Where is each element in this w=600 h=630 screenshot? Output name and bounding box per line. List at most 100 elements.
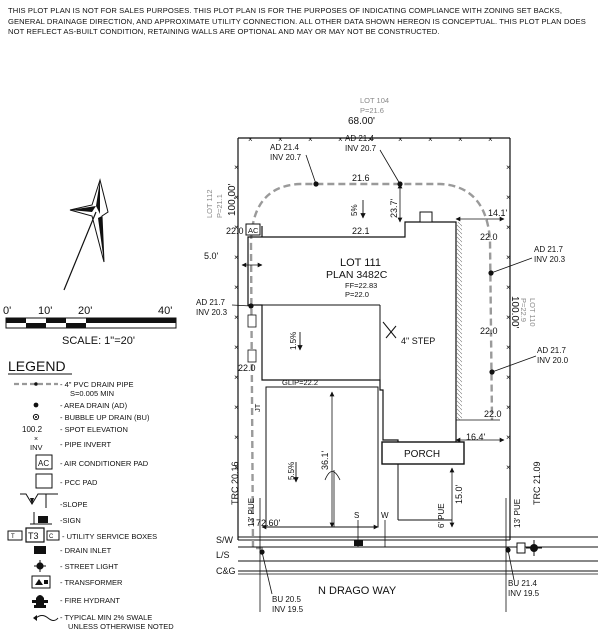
- svg-text:×: ×: [506, 373, 511, 382]
- svg-text:×: ×: [234, 253, 239, 262]
- svg-text:×: ×: [506, 193, 511, 202]
- finished-floor: FF=22.83: [345, 281, 377, 290]
- legend-transformer-label: - TRANSFORMER: [60, 578, 123, 587]
- side-walk-hatch: [456, 222, 462, 420]
- legend-slope-label: -SLOPE: [60, 500, 88, 509]
- pue-right: 13' PUE: [513, 499, 522, 528]
- spot-22-0-left: 22.0: [238, 363, 256, 373]
- svg-text:×: ×: [428, 135, 433, 144]
- legend-sign-icon: [30, 512, 52, 525]
- svg-text:×: ×: [506, 313, 511, 322]
- spot-22-0-ne: 22.0: [480, 232, 498, 242]
- svg-text:×: ×: [234, 313, 239, 322]
- lot-104-pad: P=21.6: [360, 106, 384, 115]
- lot-112-pad: P=21.1: [215, 194, 224, 218]
- legend-t3-abbr: T3: [28, 531, 39, 541]
- sidewalk-label: S/W: [216, 535, 234, 545]
- legend-fire-hydrant-label: - FIRE HYDRANT: [60, 596, 120, 605]
- legend-spot-elevation-label: - SPOT ELEVATION: [60, 425, 128, 434]
- front-width-dim: 72.60': [256, 518, 281, 528]
- porch-side-dim: 16.4': [466, 432, 486, 442]
- drain-inlet-icon: [354, 540, 363, 546]
- svg-text:×: ×: [488, 135, 493, 144]
- lot-110-pad: P=22.9: [519, 298, 528, 322]
- legend-title: LEGEND: [8, 358, 66, 374]
- svg-text:×: ×: [398, 135, 403, 144]
- house-footprint: [247, 221, 457, 456]
- slope-1-5-pct: 1.5%: [289, 332, 298, 350]
- ad-top-left: AD 21.4: [270, 143, 299, 152]
- lot-110-label: LOT 110: [528, 298, 537, 327]
- drive-depth-dim: 36.1': [320, 450, 330, 470]
- inv-top-mid: INV 20.7: [345, 144, 377, 153]
- trc-right: TRC 21.09: [532, 461, 542, 505]
- trc-left: TRC 20.16: [230, 461, 240, 505]
- svg-text:×: ×: [506, 403, 511, 412]
- slope-5-5-pct: 5.5%: [287, 462, 296, 480]
- top-width-dim: 68.00': [348, 116, 375, 127]
- ac-pad-label: AC: [248, 226, 259, 235]
- legend-pcc-pad-icon: [35, 473, 53, 489]
- street-name: N DRAGO WAY: [318, 585, 397, 597]
- spot-21-6: 21.6: [352, 173, 370, 183]
- svg-text:×: ×: [234, 193, 239, 202]
- legend-sign-label: -SIGN: [60, 516, 81, 525]
- disclaimer-text: THIS PLOT PLAN IS NOT FOR SALES PURPOSES…: [8, 6, 586, 37]
- legend-street-light-label: - STREET LIGHT: [60, 562, 119, 571]
- pue-6: 6' PUE: [437, 503, 446, 528]
- slope-5-pct: 5%: [350, 204, 359, 216]
- scale-tick-10: 10': [38, 305, 52, 317]
- side-setback-dim: 5.0': [204, 251, 219, 261]
- legend-utility-boxes-icon: T T3 C: [7, 527, 60, 543]
- dimension-lines: [241, 183, 505, 530]
- utility-box-icon: [516, 542, 526, 554]
- legend-inv-label: INV: [30, 443, 43, 452]
- svg-text:×: ×: [506, 433, 511, 442]
- plan-number: PLAN 3482C: [326, 269, 388, 281]
- svg-text:×: ×: [506, 283, 511, 292]
- lot-boundary: ×× ×× ×× ×× × ×× ×× ×× ×× ×× × ×× ×× ×× …: [234, 135, 511, 541]
- ad-right-1: AD 21.7: [534, 245, 563, 254]
- svg-text:×: ×: [234, 373, 239, 382]
- svg-text:×: ×: [234, 403, 239, 412]
- inv-right-2: INV 20.0: [537, 356, 569, 365]
- left-depth-dim: 100.00': [227, 183, 238, 216]
- legend-swale-label-2: UNLESS OTHERWISE NOTED: [68, 622, 174, 630]
- scale-tick-40: 40': [158, 305, 172, 317]
- rear-pad: [419, 211, 433, 223]
- inv-left: INV 20.3: [196, 308, 228, 317]
- ac-pad: AC: [245, 223, 261, 236]
- step-marker: [382, 321, 397, 339]
- legend-utility-boxes-label: - UTILITY SERVICE BOXES: [62, 532, 157, 541]
- scale-bar: 0' 10' 20' 40' SCALE: 1"=20': [3, 305, 177, 347]
- svg-text:×: ×: [234, 343, 239, 352]
- inv-bu-left: INV 19.5: [272, 605, 304, 614]
- spot-22-0-ac: 22.0: [226, 226, 244, 236]
- porch: PORCH: [381, 441, 465, 521]
- svg-text:×: ×: [458, 135, 463, 144]
- legend-drain-pipe-icon: [14, 382, 58, 386]
- rear-setback-dim: 23.7': [389, 198, 399, 218]
- svg-text:×: ×: [278, 135, 283, 144]
- legend-ac-pad-icon: AC: [35, 454, 53, 470]
- inv-bu-right: INV 19.5: [508, 589, 540, 598]
- spot-22-0-se: 22.0: [484, 409, 502, 419]
- step-label: 4" STEP: [401, 336, 435, 346]
- svg-text:×: ×: [506, 463, 511, 472]
- svg-text:×: ×: [368, 135, 373, 144]
- legend-transformer-icon: [31, 575, 51, 589]
- svg-text:T: T: [11, 534, 15, 540]
- front-setback-dim: 15.0': [454, 484, 464, 504]
- svg-text:×: ×: [506, 253, 511, 262]
- slope-arrows: [293, 200, 366, 483]
- legend-spot-x-icon: ×: [34, 436, 38, 443]
- svg-text:×: ×: [248, 135, 253, 144]
- leader-lines: [231, 149, 537, 595]
- right-rear-setback-dim: 14.1': [488, 208, 508, 218]
- svg-text:×: ×: [234, 163, 239, 172]
- street-light-icon: [526, 540, 542, 556]
- ad-right-2: AD 21.7: [537, 346, 566, 355]
- legend-spot-value: 100.2: [22, 425, 43, 434]
- driveway: [265, 386, 379, 528]
